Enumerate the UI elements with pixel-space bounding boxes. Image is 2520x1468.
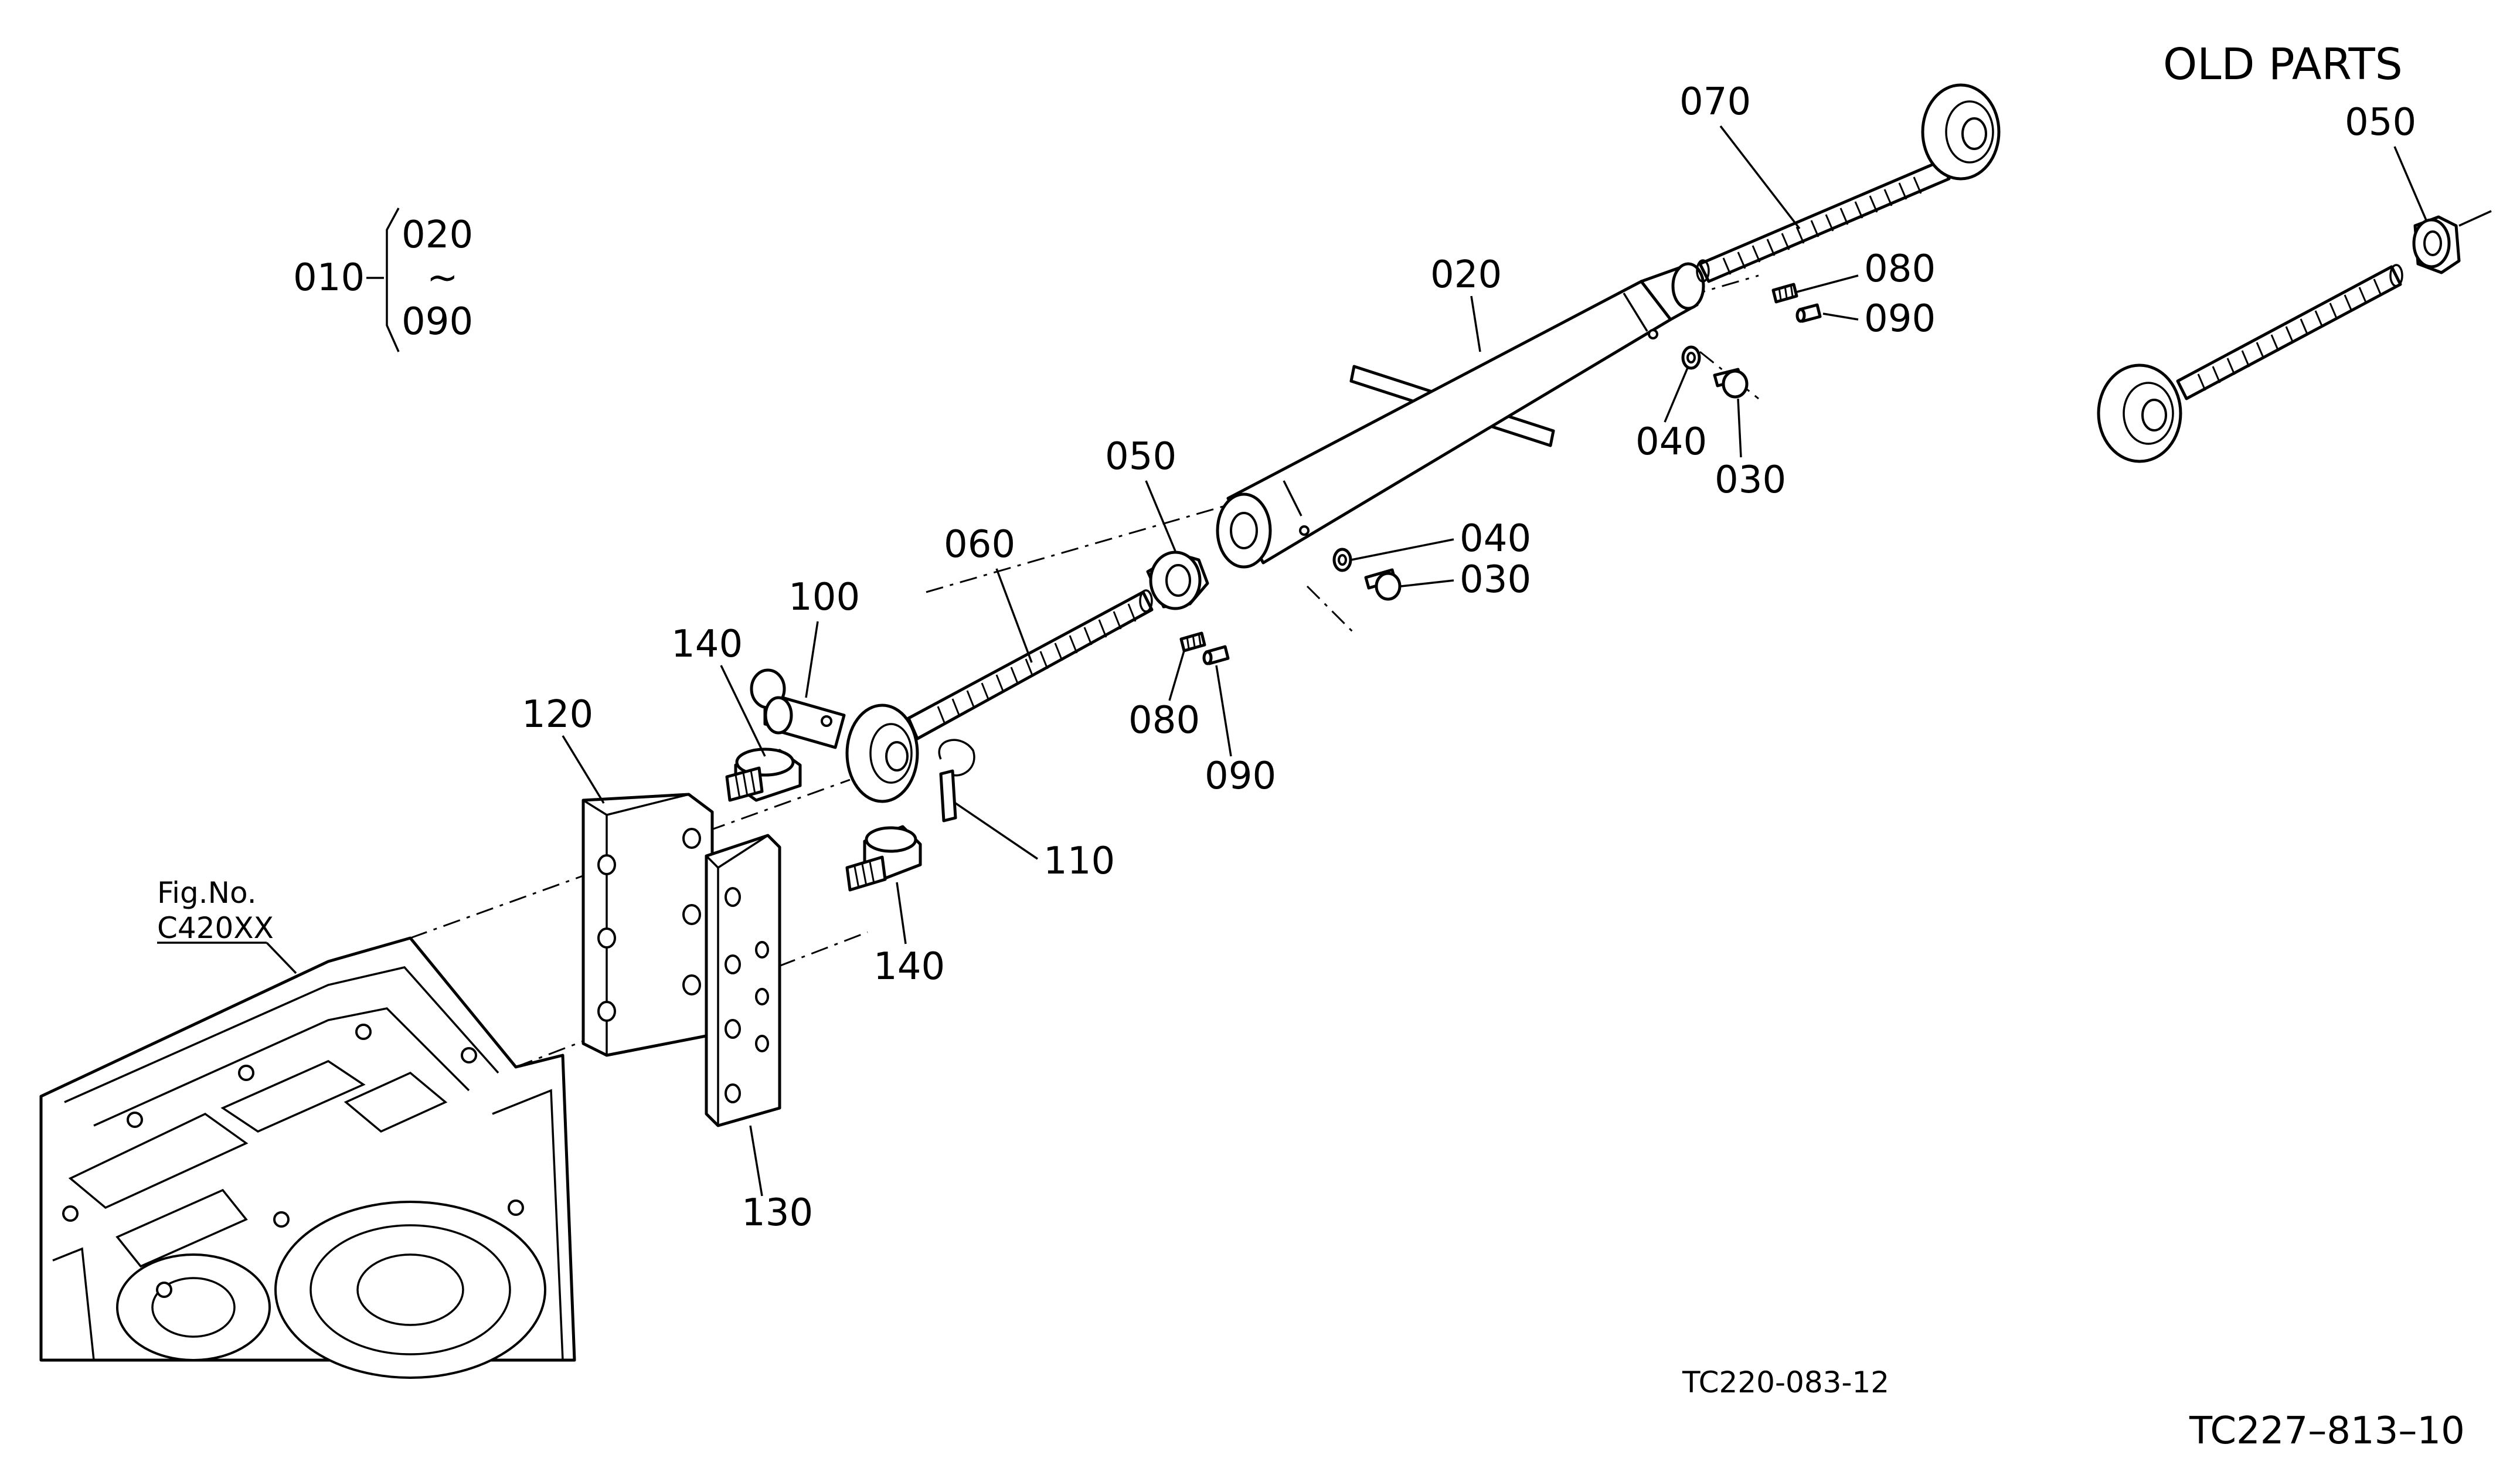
callout-020[interactable]: 020: [1430, 253, 1502, 297]
washer-040-right[interactable]: [1681, 345, 1701, 370]
callout-070[interactable]: 070: [1679, 80, 1751, 124]
callout-130[interactable]: 130: [742, 1191, 813, 1235]
bolt-140-top[interactable]: [725, 747, 802, 802]
callout-110[interactable]: 110: [1043, 840, 1115, 883]
washer-040-left[interactable]: [1332, 548, 1352, 572]
bracket-130[interactable]: [705, 834, 781, 1127]
callout-030-right[interactable]: 030: [1715, 458, 1786, 502]
pin-090-right[interactable]: [1795, 303, 1822, 323]
callout-090-right[interactable]: 090: [1864, 297, 1936, 341]
clevis-pin-100[interactable]: [750, 668, 846, 749]
old-parts-title: OLD PARTS: [2163, 39, 2403, 90]
set-screw-080-left[interactable]: [1179, 631, 1206, 653]
nut-050[interactable]: [1146, 550, 1209, 610]
rod-end-060[interactable]: [845, 589, 1154, 803]
callout-090-range-end[interactable]: 090: [402, 300, 473, 344]
set-screw-080-right[interactable]: [1771, 283, 1798, 304]
turnbuckle-body-020[interactable]: [1216, 262, 1705, 569]
figure-reference[interactable]: Fig.No. C420XX: [157, 876, 297, 974]
callout-060[interactable]: 060: [944, 523, 1015, 566]
callout-050-old[interactable]: 050: [2345, 101, 2416, 144]
callout-100[interactable]: 100: [788, 576, 860, 619]
callout-090-left[interactable]: 090: [1205, 755, 1276, 798]
callout-140-bottom[interactable]: 140: [873, 945, 945, 988]
screw-030-right[interactable]: [1713, 368, 1749, 399]
transmission-case: [39, 936, 576, 1379]
drawing-code: TC220-083-12: [1682, 1365, 1889, 1399]
old-rod-end[interactable]: [2097, 264, 2403, 463]
callout-080-right[interactable]: 080: [1864, 247, 1936, 291]
bracket-120[interactable]: [581, 793, 714, 1057]
callout-040-right[interactable]: 040: [1635, 420, 1707, 464]
figure-label: Fig.No.: [157, 876, 257, 910]
callout-080-left[interactable]: 080: [1128, 699, 1200, 742]
screw-030-left[interactable]: [1364, 568, 1402, 601]
bolt-140-bottom[interactable]: [845, 825, 922, 892]
callout-030-left[interactable]: 030: [1460, 558, 1531, 602]
callout-010[interactable]: 010: [293, 256, 365, 300]
callout-120[interactable]: 120: [522, 693, 593, 736]
assembly-group-bracket: 010 020 ~ 090: [293, 208, 473, 352]
callout-040-left[interactable]: 040: [1460, 517, 1531, 560]
page-code: TC227–813–10: [2189, 1409, 2465, 1453]
pin-090-left[interactable]: [1202, 645, 1230, 665]
rod-end-070[interactable]: [1696, 83, 2001, 283]
callout-020-range-start[interactable]: 020: [402, 213, 473, 257]
callout-050[interactable]: 050: [1105, 435, 1176, 478]
figure-number[interactable]: C420XX: [157, 911, 274, 945]
callout-140-top[interactable]: 140: [671, 623, 743, 666]
range-tilde: ~: [427, 256, 458, 300]
lynch-pin-110[interactable]: [938, 739, 975, 823]
old-nut-050[interactable]: [2412, 210, 2492, 274]
